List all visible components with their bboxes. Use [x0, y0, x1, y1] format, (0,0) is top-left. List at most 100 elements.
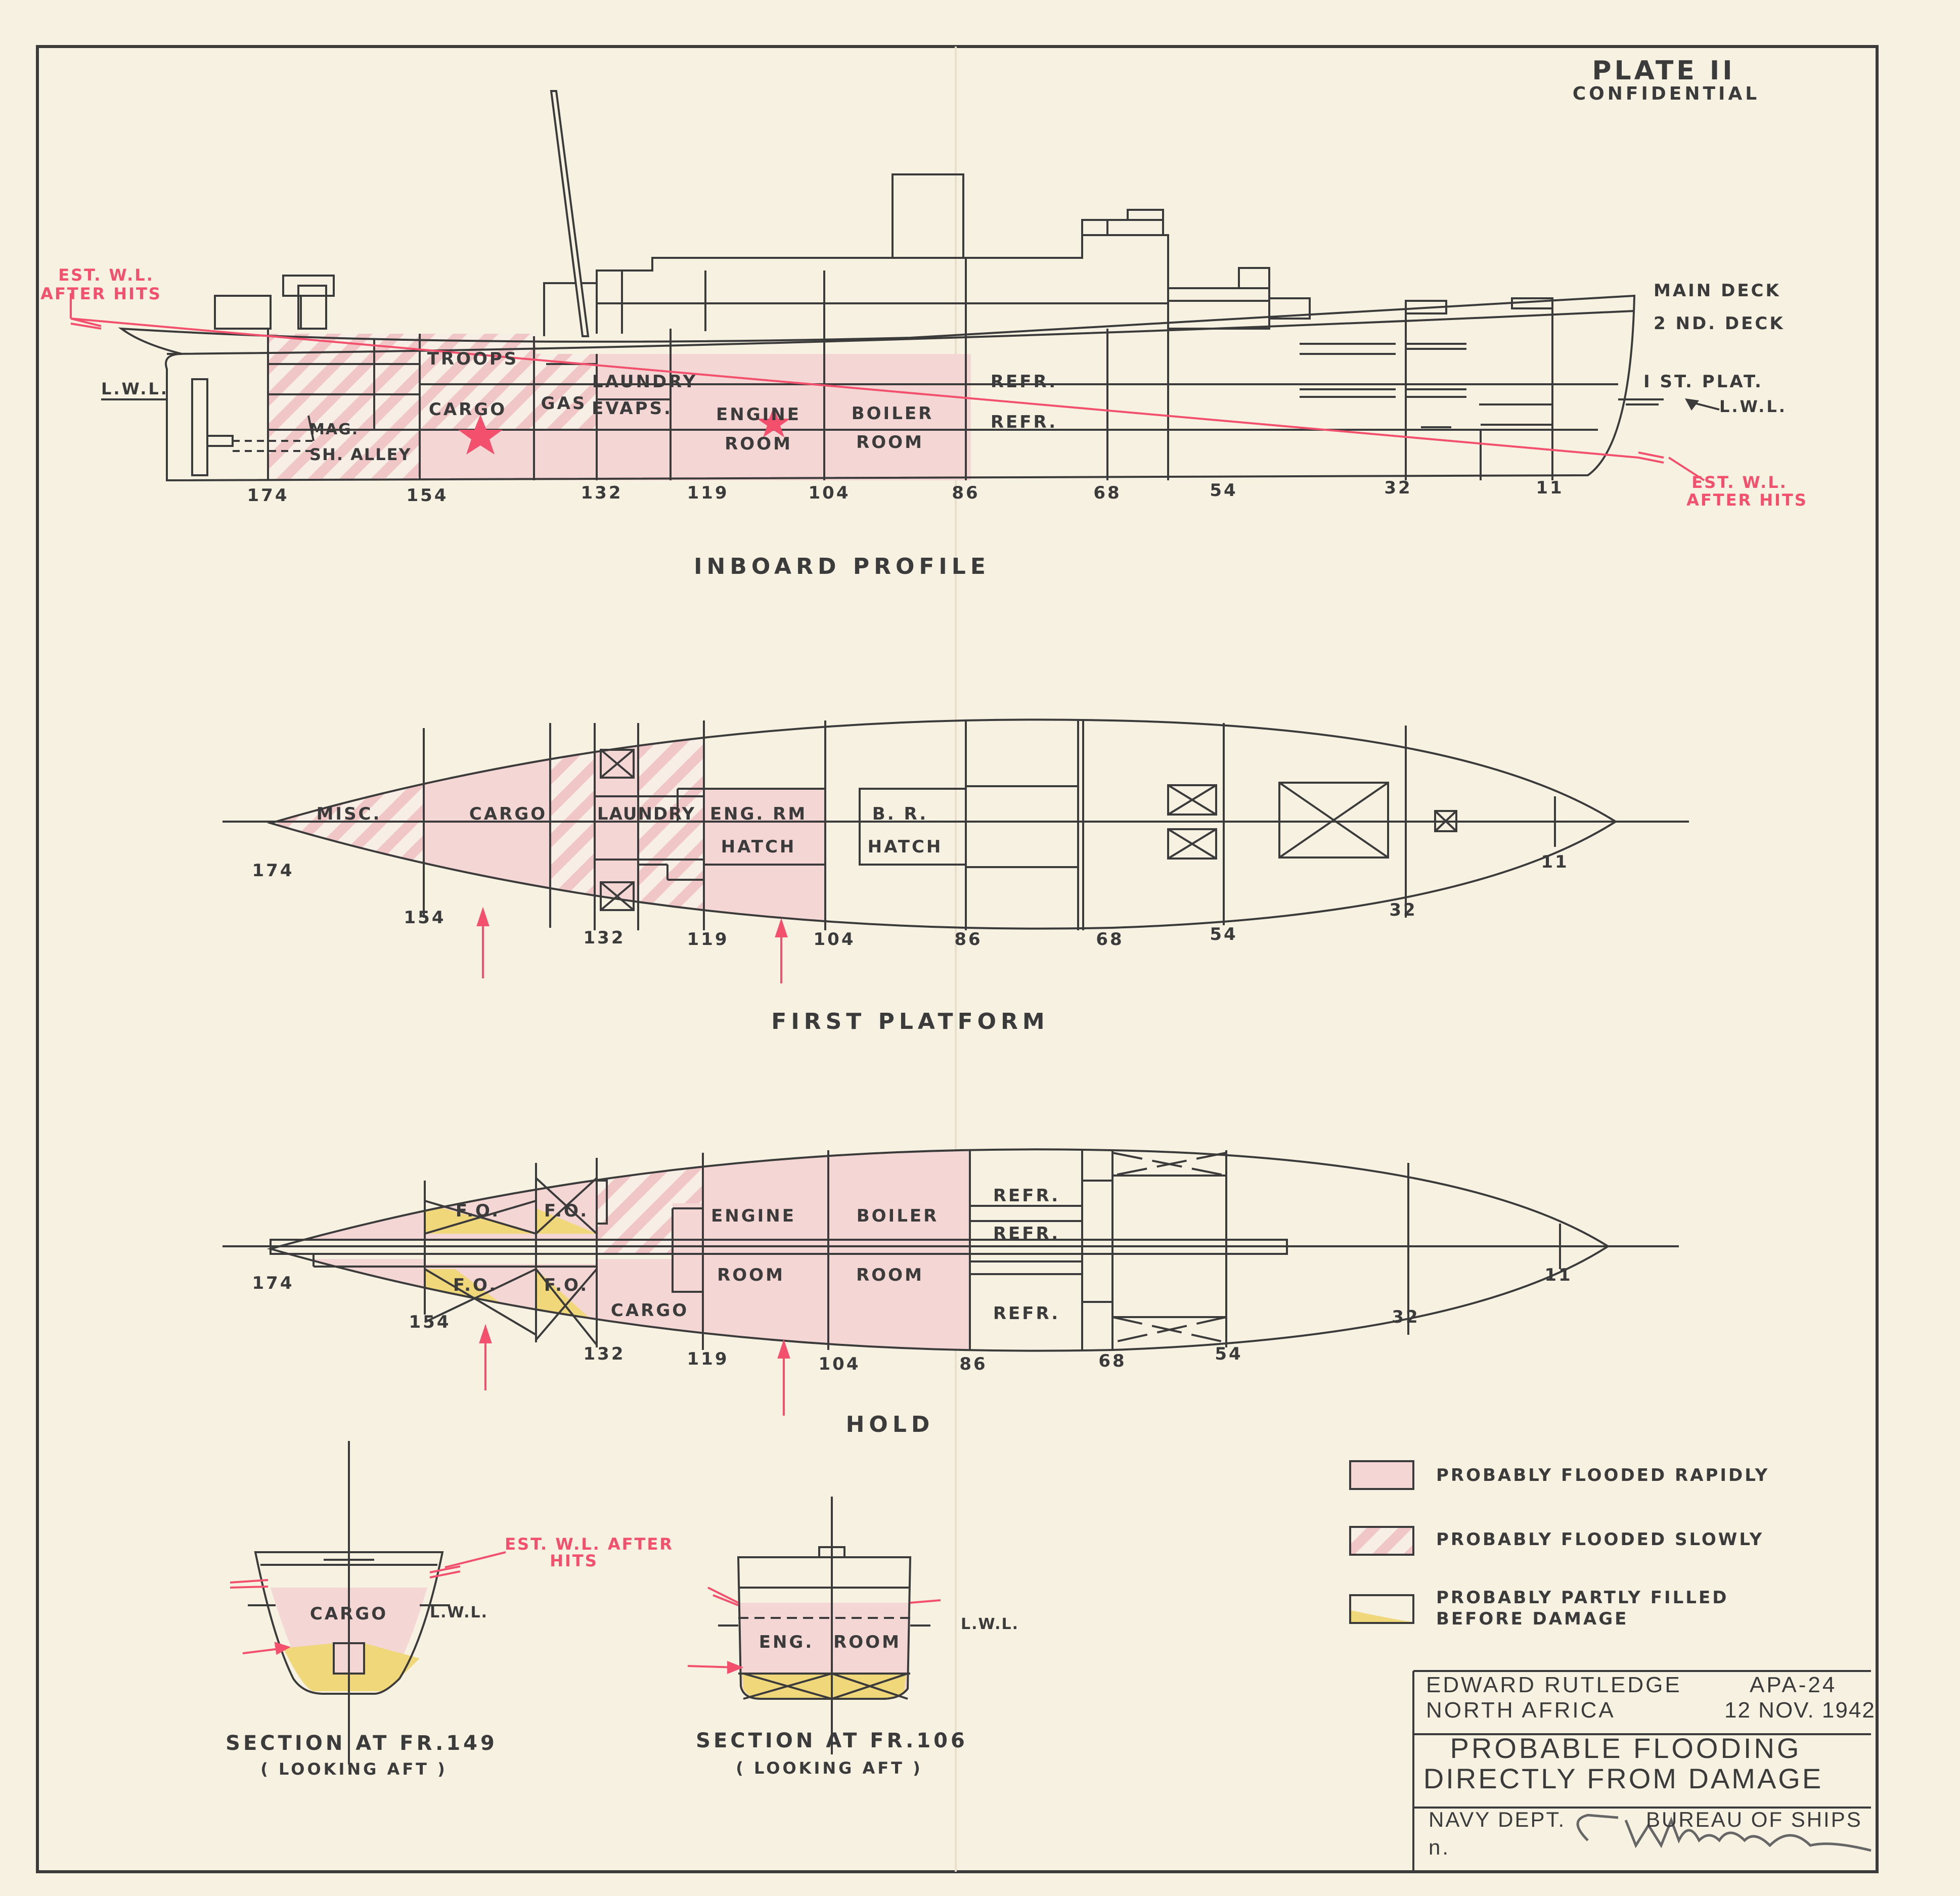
frame-label: 104 [818, 1354, 861, 1374]
room-engine-2: ROOM [725, 434, 792, 454]
hold-room-fo-4: F.O. [544, 1275, 589, 1295]
hold-room-refr-3: REFR. [993, 1303, 1060, 1324]
frame-label: 104 [808, 483, 851, 503]
tb-title-1: PROBABLE FLOODING [1450, 1732, 1802, 1764]
frame-label: 32 [1389, 900, 1417, 920]
frame-label: 174 [252, 861, 294, 881]
fp-room-br: B. R. [872, 804, 928, 824]
room-evaps: EVAPS. [592, 398, 673, 419]
tb-location: NORTH AFRICA [1426, 1698, 1616, 1723]
room-boiler-1: BOILER [851, 403, 934, 424]
room-engine-1: ENGINE [716, 404, 801, 425]
section-149-subtitle: ( LOOKING AFT ) [260, 1759, 448, 1779]
frame-label: 154 [404, 908, 446, 928]
section-149-room: CARGO [309, 1604, 388, 1624]
frame-label: 68 [1098, 1351, 1127, 1371]
drawing-border [36, 45, 1879, 1873]
frame-label: 104 [813, 929, 856, 950]
deck-label-main: MAIN DECK [1654, 281, 1781, 301]
deck-label-2nd: 2 ND. DECK [1654, 313, 1785, 334]
section-106-room-2: ROOM [833, 1632, 901, 1652]
tb-title-2: DIRECTLY FROM DAMAGE [1423, 1763, 1823, 1794]
hold-room-refr-1: REFR. [993, 1186, 1060, 1206]
classification: CONFIDENTIAL [1572, 83, 1760, 104]
frame-label: 32 [1384, 478, 1412, 498]
room-boiler-2: ROOM [856, 432, 924, 453]
fp-room-misc: MISC. [316, 804, 382, 824]
profile-title: INBOARD PROFILE [694, 554, 990, 579]
legend-swatch-slow [1349, 1526, 1414, 1556]
fp-room-laundry: LAUNDRY [597, 804, 696, 824]
hold-room-fo-1: F.O. [455, 1201, 501, 1221]
est-wl-left-2: AFTER HITS [40, 284, 162, 303]
frame-label: 68 [1096, 929, 1124, 950]
section-106-lwl: L.W.L. [961, 1615, 1019, 1633]
est-wl-left-1: EST. W.L. [58, 265, 154, 285]
tb-ship: EDWARD RUTLEDGE [1426, 1673, 1682, 1697]
tb-hull-no: APA-24 [1750, 1673, 1837, 1697]
section-149-lwl: L.W.L. [430, 1604, 488, 1621]
hold-room-engine-2: ROOM [717, 1265, 785, 1285]
section-106-room-1: ENG. [759, 1632, 814, 1652]
frame-label: 11 [1541, 852, 1569, 872]
frame-label: 86 [959, 1354, 988, 1374]
frame-label: 154 [409, 1312, 451, 1332]
frame-label: 32 [1392, 1307, 1420, 1327]
fp-room-br-hatch: HATCH [867, 837, 943, 857]
profile-est-waterline [70, 293, 1705, 481]
section-fr106 [687, 1497, 941, 1754]
section-wl-label-1: EST. W.L. AFTER [505, 1534, 674, 1554]
lwl-left: L.W.L. [101, 379, 169, 398]
hold-room-engine-1: ENGINE [711, 1206, 796, 1226]
hold-plan [222, 1148, 1679, 1416]
room-refr-upper: REFR. [990, 372, 1058, 392]
room-troops: TROOPS [427, 349, 519, 369]
hold-room-refr-2: REFR. [993, 1224, 1060, 1244]
legend-label-partly-1: PROBABLY PARTLY FILLED [1436, 1588, 1729, 1608]
first-platform-title: FIRST PLATFORM [771, 1009, 1049, 1034]
frame-label: 119 [687, 483, 729, 503]
frame-label: 174 [252, 1273, 294, 1293]
frame-label: 54 [1210, 480, 1238, 501]
hold-room-boiler-1: BOILER [856, 1206, 939, 1226]
est-wl-right-2: AFTER HITS [1686, 490, 1808, 510]
plate-number: PLATE II [1592, 56, 1735, 86]
frame-label: 132 [583, 1344, 626, 1364]
legend-label-rapid: PROBABLY FLOODED RAPIDLY [1436, 1465, 1770, 1485]
room-refr-lower: REFR. [990, 412, 1058, 432]
frame-label: 119 [687, 929, 729, 950]
section-wl-label-2: HITS [550, 1551, 598, 1570]
room-laundry: LAUNDRY [592, 372, 698, 392]
legend-label-slow: PROBABLY FLOODED SLOWLY [1436, 1529, 1764, 1550]
hold-room-cargo: CARGO [610, 1300, 689, 1321]
frame-label: 11 [1536, 478, 1564, 498]
tb-initial: n. [1429, 1835, 1451, 1859]
room-gas: GAS [541, 393, 587, 414]
frame-label: 54 [1210, 924, 1238, 944]
tb-date: 12 NOV. 1942 [1724, 1698, 1876, 1723]
hold-room-fo-2: F.O. [544, 1201, 589, 1221]
legend-label-partly-2: BEFORE DAMAGE [1436, 1609, 1629, 1629]
tb-bureau: BUREAU OF SHIPS [1646, 1808, 1862, 1831]
frame-label: 11 [1544, 1265, 1573, 1285]
section-106-subtitle: ( LOOKING AFT ) [736, 1758, 923, 1778]
room-mag: MAG. [309, 421, 359, 438]
est-wl-right-1: EST. W.L. [1691, 473, 1788, 492]
frame-label: 86 [952, 483, 980, 503]
signature [1576, 1814, 1872, 1852]
profile-flood-slow [268, 334, 420, 480]
hit-star-cargo [458, 415, 503, 455]
inboard-profile [101, 90, 1664, 482]
tb-dept: NAVY DEPT. [1429, 1808, 1566, 1831]
frame-label: 86 [954, 929, 983, 950]
room-cargo: CARGO [428, 399, 507, 420]
frame-label: 154 [406, 485, 449, 506]
frame-label: 54 [1215, 1344, 1243, 1364]
fp-room-cargo: CARGO [469, 804, 548, 824]
hold-title: HOLD [845, 1412, 934, 1437]
hit-star-engine [757, 407, 790, 437]
hold-room-boiler-2: ROOM [856, 1265, 924, 1285]
hold-room-fo-3: F.O. [453, 1275, 498, 1295]
legend [1349, 1460, 1414, 1624]
frame-label: 132 [581, 483, 623, 503]
